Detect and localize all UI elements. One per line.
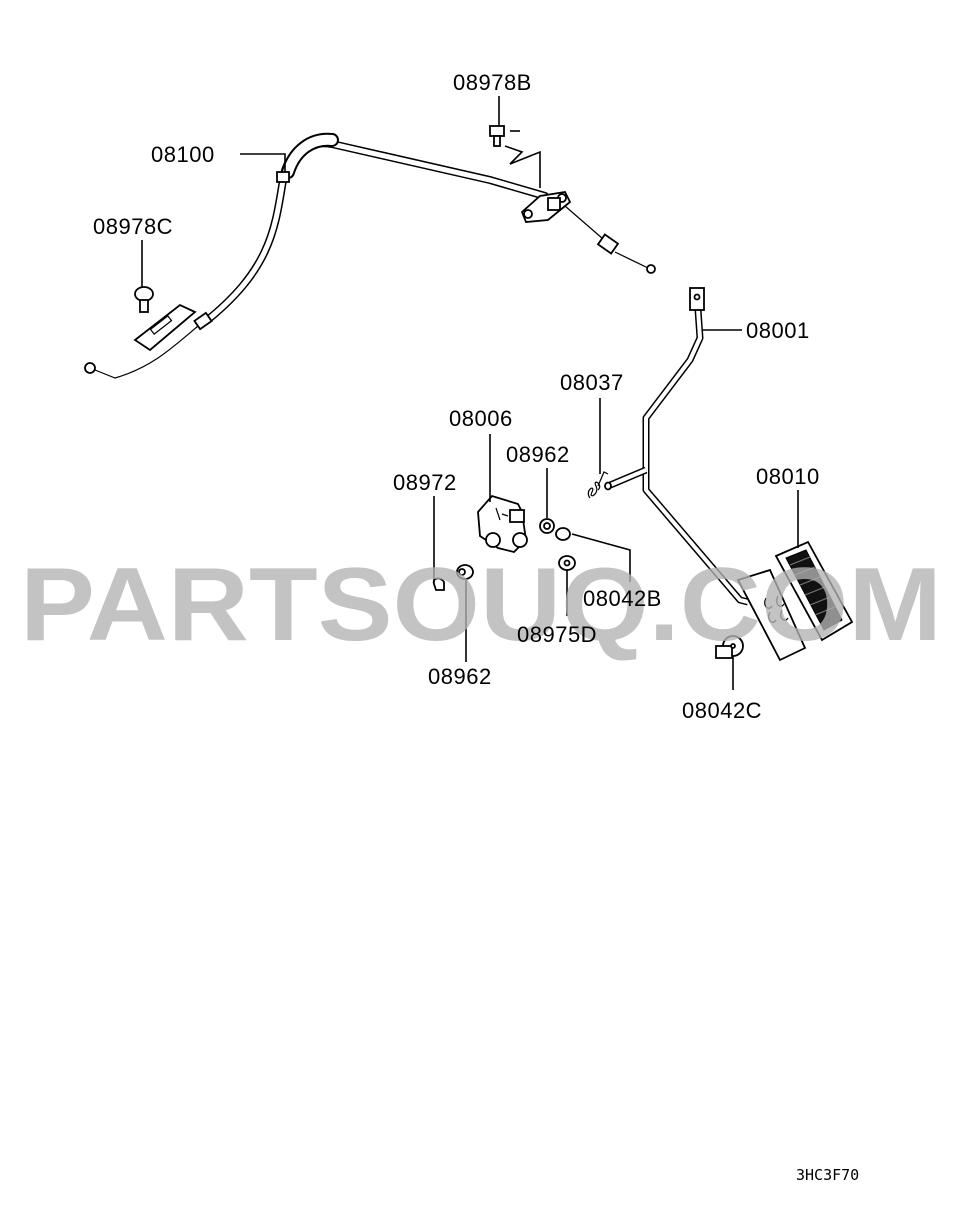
bushing-08962-lower-icon[interactable] (456, 564, 474, 580)
accelerator-pedal-lever[interactable] (604, 287, 807, 662)
callout-08978C[interactable]: 08978C (93, 214, 173, 239)
callout-08975D[interactable]: 08975D (517, 622, 597, 647)
bushing-08962-upper-icon[interactable] (539, 518, 555, 534)
callout-08042C[interactable]: 08042C (682, 698, 762, 723)
watermark: PARTSOUQ.COM (20, 547, 942, 663)
callout-08006[interactable]: 08006 (449, 406, 513, 431)
callout-08962-upper[interactable]: 08962 (506, 442, 570, 467)
nut-08975D-icon[interactable] (558, 555, 576, 571)
spring-08037-icon[interactable] (587, 471, 609, 499)
pedal-bracket-08006[interactable] (477, 494, 528, 553)
stopper-08042C-icon[interactable] (715, 635, 744, 659)
bolt-08978B-icon[interactable] (489, 125, 520, 147)
callout-08972[interactable]: 08972 (393, 470, 457, 495)
callout-08001[interactable]: 08001 (746, 318, 810, 343)
callout-08962-lower[interactable]: 08962 (428, 664, 492, 689)
diagram-code: 3HC3F70 (796, 1166, 859, 1184)
callout-08037[interactable]: 08037 (560, 370, 624, 395)
bushing-08042B-icon[interactable] (555, 527, 571, 541)
leader-lines (141, 96, 799, 690)
callout-08010[interactable]: 08010 (756, 464, 820, 489)
callout-08042B[interactable]: 08042B (583, 586, 662, 611)
callout-08978B[interactable]: 08978B (453, 70, 532, 95)
callout-08100[interactable]: 08100 (151, 142, 215, 167)
bolt-08978C-icon[interactable] (134, 286, 154, 313)
accelerator-cable[interactable] (84, 132, 656, 379)
